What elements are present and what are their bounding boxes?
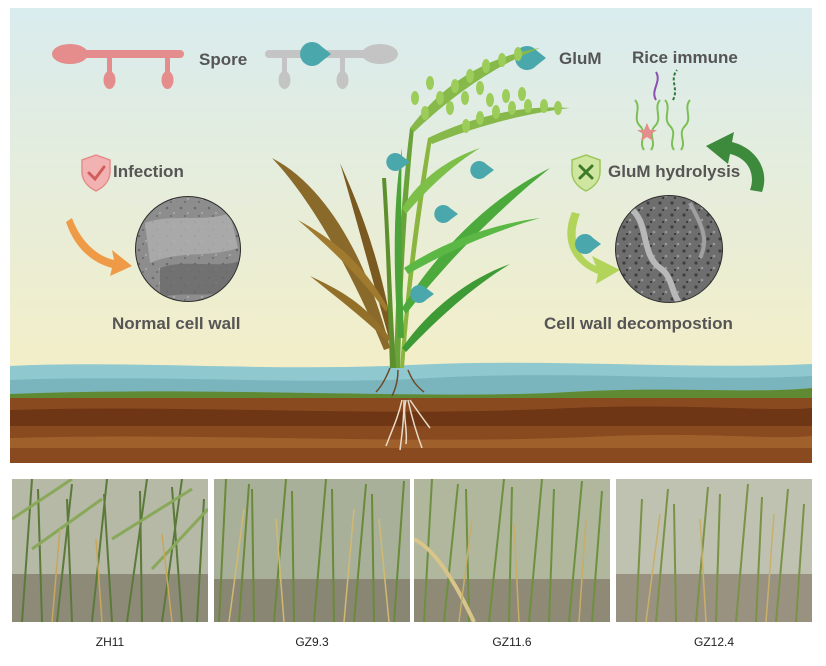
hydrolysis-arrow-icon bbox=[706, 132, 765, 192]
caption-gz11-6: GZ11.6 bbox=[492, 635, 532, 649]
field-photo-gz12-4 bbox=[616, 479, 812, 622]
spore-grey-icon bbox=[265, 42, 398, 89]
caption-gz9-3: GZ9.3 bbox=[295, 635, 329, 649]
glum-near-arrow-icon bbox=[575, 234, 601, 254]
infection-arrow-icon bbox=[66, 218, 132, 276]
cell-wall-decomposition-label: Cell wall decompostion bbox=[544, 314, 733, 333]
field-photo-gz11-6 bbox=[414, 479, 610, 622]
rice-defense-illustration bbox=[10, 8, 812, 463]
infection-label: Infection bbox=[113, 162, 184, 181]
glum-hydrolysis-label: GluM hydrolysis bbox=[608, 162, 741, 181]
decomposition-arrow-icon bbox=[567, 212, 620, 284]
shield-x-icon bbox=[571, 154, 601, 192]
rice-plant bbox=[272, 47, 570, 451]
spore-label: Spore bbox=[199, 50, 248, 69]
field-photo-gz9-3 bbox=[214, 479, 410, 622]
shield-check-icon bbox=[81, 154, 111, 192]
field-photo-zh11 bbox=[12, 479, 208, 622]
rice-immune-label: Rice immune bbox=[632, 48, 738, 67]
glum-label: GluM bbox=[559, 49, 602, 68]
normal-cell-wall-label: Normal cell wall bbox=[112, 314, 241, 333]
caption-gz12-4: GZ12.4 bbox=[693, 635, 735, 649]
caption-zh11: ZH11 bbox=[95, 635, 125, 649]
sky-background bbox=[10, 8, 812, 368]
spore-pink-icon bbox=[52, 44, 184, 89]
normal-cell-wall-micrograph bbox=[135, 196, 241, 302]
decomposed-cell-wall-micrograph bbox=[615, 195, 723, 303]
rice-immune-icon bbox=[634, 69, 691, 151]
